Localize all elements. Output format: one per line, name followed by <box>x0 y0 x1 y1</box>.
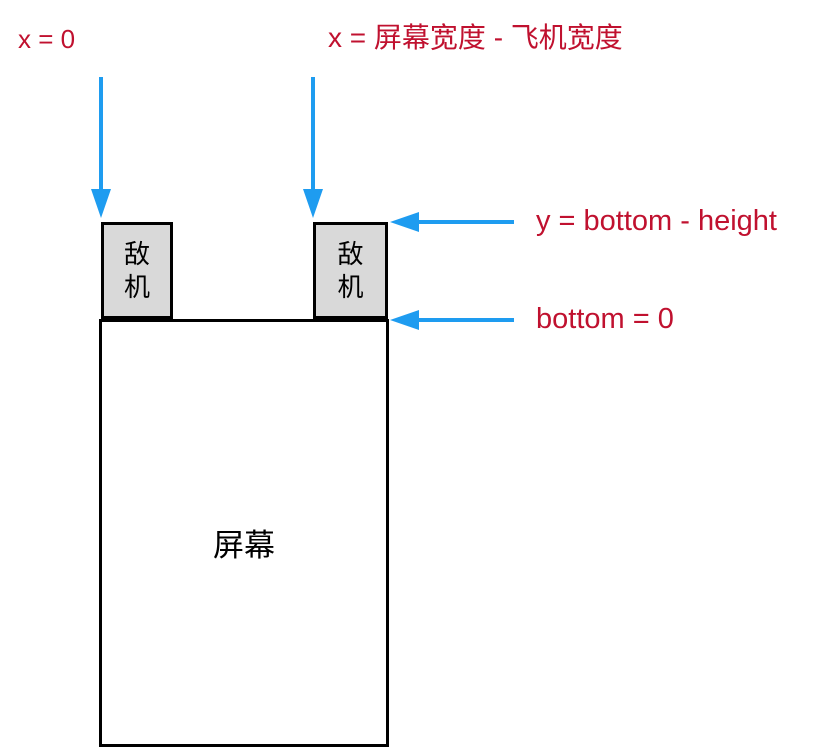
left-arrow-icon <box>390 310 514 330</box>
enemy-plane-box-left: 敌机 <box>101 222 173 319</box>
annotation-y-equals-bottom-minus-height: y = bottom - height <box>536 205 777 237</box>
left-arrow-icon <box>390 212 514 232</box>
down-arrow-icon <box>91 77 111 218</box>
enemy-plane-box-right: 敌机 <box>313 222 388 319</box>
screen-rect: 屏幕 <box>99 319 389 747</box>
screen-label: 屏幕 <box>213 528 275 563</box>
annotation-x-equals-screen-width-minus-plane-width: x = 屏幕宽度 - 飞机宽度 <box>328 22 623 53</box>
annotation-bottom-equals-zero: bottom = 0 <box>536 303 674 335</box>
down-arrow-icon <box>303 77 323 218</box>
annotation-x-equals-zero: x = 0 <box>18 24 76 54</box>
enemy-plane-label: 敌机 <box>337 239 364 302</box>
enemy-plane-label: 敌机 <box>124 239 151 302</box>
